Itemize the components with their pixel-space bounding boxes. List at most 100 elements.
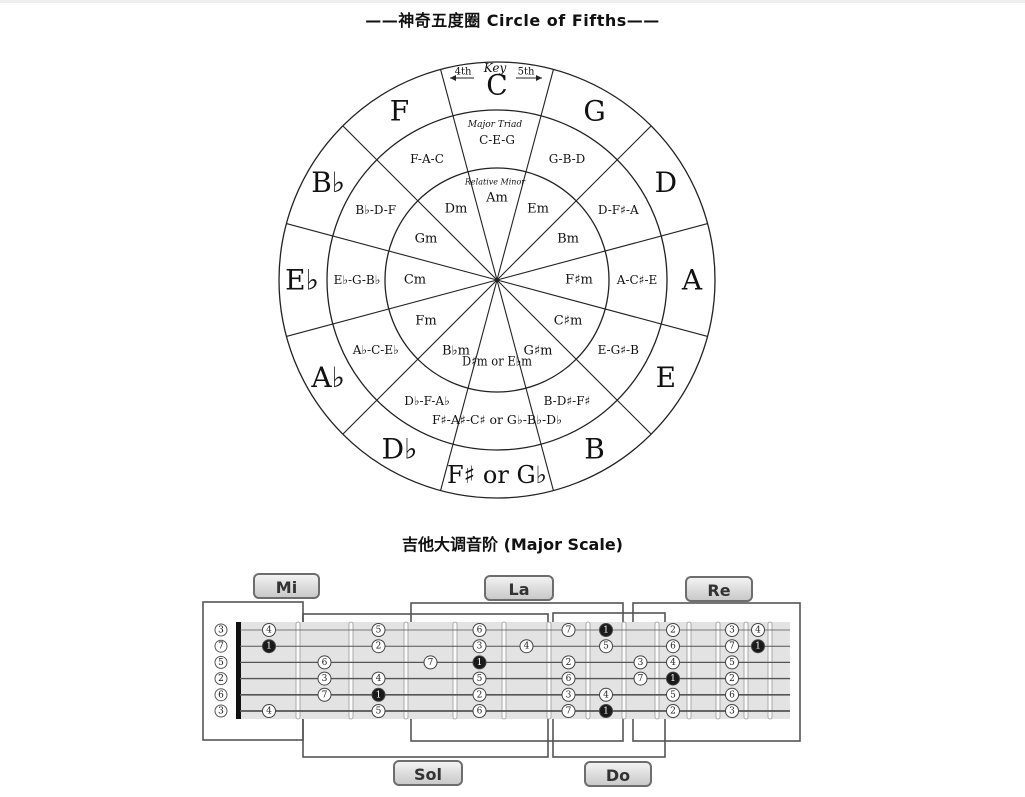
position-tag-re: Re <box>685 576 753 602</box>
circle-title: ——神奇五度圈 Circle of Fifths—— <box>365 11 660 30</box>
scale-note-marker <box>472 704 487 718</box>
triad-label: D-F♯-A <box>598 203 639 217</box>
sector-divider <box>496 223 708 281</box>
scale-degree-label: 4 <box>603 690 609 700</box>
scale-note-marker <box>561 623 576 637</box>
scale-degree-label: 1 <box>603 707 609 717</box>
open-string-degree: 5 <box>218 658 224 668</box>
scale-degree-label: 1 <box>266 642 272 652</box>
scale-note-marker <box>561 655 576 670</box>
triad-label: F♯-A♯-C♯ or G♭-B♭-D♭ <box>432 413 562 427</box>
relative-minor-label: Em <box>527 201 549 216</box>
key-a-flat-label: A♭ <box>310 361 344 394</box>
key-c-label: C <box>486 69 507 102</box>
scale-note-marker <box>725 704 739 718</box>
relative-minor-label: D♯m or E♭m <box>462 355 532 370</box>
scale-degree-label: 2 <box>670 707 676 717</box>
key-f-label: F <box>390 95 409 128</box>
scale-degree-label: 6 <box>566 674 572 684</box>
sector-divider <box>496 279 652 435</box>
fifth-arrowhead <box>536 75 542 81</box>
triad-label: A♭-C-E♭ <box>352 343 399 357</box>
fret-wire <box>654 621 660 720</box>
relative-minor-caption: Relative Minor <box>464 178 526 187</box>
scale-degree-label: 4 <box>670 658 676 668</box>
scale-note-marker <box>666 639 680 654</box>
scale-note-marker <box>725 623 739 637</box>
scale-note-marker <box>317 671 332 686</box>
fretboard <box>236 621 790 720</box>
scale-degree-label: 5 <box>376 707 382 717</box>
scale-degree-label: 1 <box>376 690 382 700</box>
scale-note-marker <box>561 704 576 718</box>
key-d-label: D <box>655 166 677 199</box>
scale-note-marker <box>262 704 276 718</box>
fret-wire <box>501 621 507 720</box>
fret-wire <box>585 621 591 720</box>
sector-divider <box>286 223 498 281</box>
top-rule <box>0 0 1025 3</box>
scale-degree-label: 6 <box>670 642 676 652</box>
scale-note-marker <box>725 687 739 702</box>
scale-note-marker <box>725 639 739 654</box>
root-note-marker <box>371 687 386 702</box>
key-e-label: E <box>656 361 676 394</box>
relative-minor-label: B♭m <box>442 344 470 359</box>
scale-note-marker <box>519 639 534 654</box>
triad-label: E-G♯-B <box>598 343 639 357</box>
scale-degree-label: 4 <box>755 626 761 636</box>
fourth-arrowhead <box>450 75 456 81</box>
sector-divider <box>342 125 498 281</box>
open-string-marker <box>214 623 228 637</box>
scale-degree-label: 6 <box>729 690 735 700</box>
sector-divider <box>286 279 498 337</box>
scale-degree-label: 4 <box>266 626 272 636</box>
position-tag-mi: Mi <box>253 573 320 599</box>
key-e-flat-label: E♭ <box>285 264 319 297</box>
scale-note-marker <box>371 704 386 718</box>
scale-note-marker <box>599 687 613 702</box>
triad-label: E♭-G-B♭ <box>334 273 381 287</box>
scale-degree-label: 7 <box>322 690 328 700</box>
scale-note-marker <box>472 687 487 702</box>
scale-note-marker <box>751 623 765 637</box>
scale-note-marker <box>371 623 386 637</box>
scale-degree-label: 6 <box>477 626 483 636</box>
scale-note-marker <box>725 671 739 686</box>
open-string-degree: 2 <box>218 674 224 684</box>
root-note-marker <box>666 671 680 686</box>
scale-degree-label: 2 <box>670 626 676 636</box>
triad-label: F-A-C <box>410 152 444 166</box>
scale-degree-label: 1 <box>603 626 609 636</box>
scale-degree-label: 2 <box>376 642 382 652</box>
sector-divider <box>496 279 554 491</box>
fret-wire <box>452 621 458 720</box>
scale-note-marker <box>633 671 648 686</box>
scale-note-marker <box>666 623 680 637</box>
circle-ring-3 <box>384 167 610 393</box>
key-caption: Key <box>483 61 507 75</box>
scale-note-marker <box>472 671 487 686</box>
open-string-marker <box>214 672 228 686</box>
relative-minor-label: C♯m <box>554 314 583 329</box>
scale-degree-label: 3 <box>729 707 735 717</box>
scale-degree-label: 5 <box>603 642 609 652</box>
position-tag-do: Do <box>584 761 652 787</box>
scale-note-marker <box>317 655 332 670</box>
circle-ring-2 <box>326 109 668 451</box>
scale-note-marker <box>561 671 576 686</box>
fret-wire <box>621 621 627 720</box>
scale-note-marker <box>666 704 680 718</box>
relative-minor-label: Gm <box>415 232 438 247</box>
scale-note-marker <box>371 639 386 654</box>
scale-degree-label: 2 <box>566 658 572 668</box>
fret-wire <box>743 621 749 720</box>
open-string-degree: 6 <box>218 690 224 700</box>
scale-degree-label: 3 <box>729 626 735 636</box>
sector-divider <box>496 279 708 337</box>
sector-divider <box>440 279 498 491</box>
triad-label: G-B-D <box>549 152 586 166</box>
key-g-label: G <box>583 95 605 128</box>
